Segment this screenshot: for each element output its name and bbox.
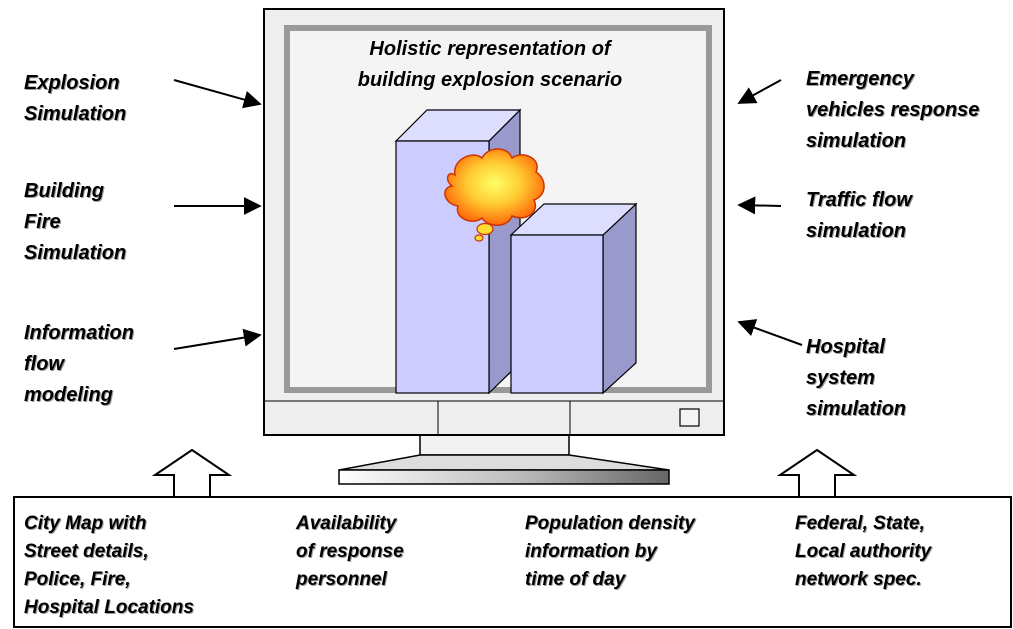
label-traffic-flow-simulation: Traffic flow simulation — [806, 189, 912, 242]
input-city-map: City Map with Street details, Police, Fi… — [24, 513, 194, 618]
arrow-emergency — [737, 79, 782, 104]
up-arrow-right — [776, 448, 858, 498]
monitor-stand — [338, 434, 670, 485]
explosion-icon — [444, 148, 545, 242]
short-building — [509, 202, 638, 395]
label-building-fire-simulation: Building Fire Simulation — [24, 180, 127, 264]
up-arrow-left — [151, 448, 233, 498]
right-arrows — [737, 79, 803, 346]
input-authority-network: Federal, State, Local authority network … — [795, 513, 932, 590]
label-information-flow-modeling: Information flow modeling — [24, 322, 134, 406]
input-response-personnel: Availability of response personnel — [296, 513, 404, 590]
arrow-traffic — [737, 196, 782, 215]
arrow-explosion — [173, 79, 262, 109]
label-hospital-system-simulation: Hospital system simulation — [806, 336, 907, 420]
screen-title: Holistic representation of building expl… — [357, 38, 623, 91]
arrow-hospital — [737, 319, 803, 346]
label-explosion-simulation: Explosion Simulation — [24, 72, 127, 125]
monitor-power-button[interactable] — [679, 408, 700, 427]
inputs-box — [13, 496, 1012, 628]
left-arrows — [173, 79, 262, 350]
label-emergency-vehicles-simulation: Emergency vehicles response simulation — [806, 68, 980, 152]
arrow-information — [173, 328, 262, 350]
input-population-density: Population density information by time o… — [525, 513, 695, 590]
